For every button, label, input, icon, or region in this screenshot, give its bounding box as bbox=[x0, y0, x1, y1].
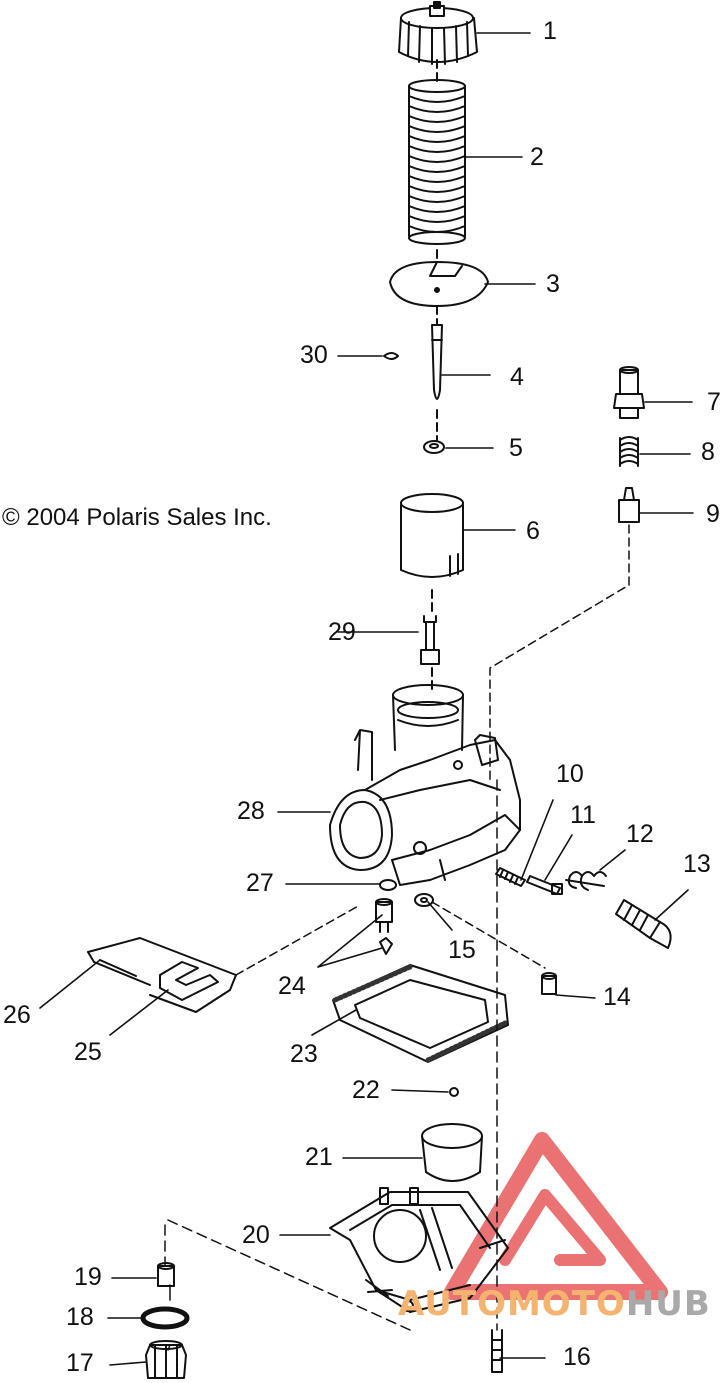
part-27-washer bbox=[379, 879, 397, 891]
part-29-needle-jet bbox=[420, 615, 440, 665]
callout-30: 30 bbox=[300, 341, 328, 369]
part-28-body bbox=[329, 684, 521, 886]
watermark-logo bbox=[444, 1132, 668, 1300]
copyright-notice: © 2004 Polaris Sales Inc. bbox=[2, 504, 272, 531]
callout-25: 25 bbox=[74, 1038, 102, 1066]
callout-27: 27 bbox=[246, 869, 274, 897]
callout-5: 5 bbox=[509, 434, 523, 462]
leader-bowl-to-19 bbox=[164, 1219, 411, 1331]
callout-3: 3 bbox=[546, 270, 560, 298]
part-4-needle bbox=[431, 324, 443, 400]
leader-26-to-body bbox=[235, 904, 361, 976]
part-16-screw bbox=[491, 1329, 503, 1373]
part-6-slide bbox=[400, 493, 464, 578]
part-14-jet bbox=[541, 972, 557, 995]
watermark-text-part1: AUTOMOTO bbox=[398, 1284, 626, 1324]
callout-20: 20 bbox=[242, 1221, 270, 1249]
callout-24: 24 bbox=[278, 972, 306, 1000]
callout-7: 7 bbox=[707, 388, 721, 416]
callout-14: 14 bbox=[603, 983, 631, 1011]
part-10-screw bbox=[495, 867, 526, 887]
part-22-ball bbox=[449, 1087, 459, 1097]
part-8-spring bbox=[619, 436, 639, 467]
part-30-clip bbox=[383, 352, 399, 360]
part-19-drain-screw bbox=[157, 1262, 175, 1287]
callout-18: 18 bbox=[66, 1303, 94, 1331]
callout-19: 19 bbox=[74, 1263, 102, 1291]
leader-9-to-body bbox=[489, 524, 630, 781]
part-12-spring bbox=[565, 871, 607, 891]
center-axis-line bbox=[431, 59, 438, 691]
callout-29: 29 bbox=[328, 618, 356, 646]
callout-15: 15 bbox=[448, 936, 476, 964]
part-5-washer bbox=[423, 440, 445, 454]
part-26-tube bbox=[87, 937, 237, 1013]
part-17-plug bbox=[145, 1340, 187, 1379]
callout-21: 21 bbox=[305, 1143, 333, 1171]
part-7-fitting bbox=[613, 366, 645, 419]
part-24-jet bbox=[375, 898, 393, 955]
part-21-float bbox=[421, 1123, 483, 1182]
part-9-plunger bbox=[618, 487, 640, 523]
callout-leaders bbox=[39, 32, 694, 1366]
callout-2: 2 bbox=[530, 143, 544, 171]
callout-1: 1 bbox=[543, 17, 557, 45]
watermark-text-part2: HUB bbox=[625, 1284, 711, 1324]
callout-13: 13 bbox=[683, 850, 711, 878]
callout-26: 26 bbox=[3, 1001, 31, 1029]
callout-23: 23 bbox=[290, 1040, 318, 1068]
watermark-text: AUTOMOTOHUB bbox=[398, 1284, 711, 1324]
part-1-cap bbox=[398, 1, 478, 65]
callout-22: 22 bbox=[352, 1076, 380, 1104]
callout-4: 4 bbox=[510, 363, 524, 391]
part-23-gasket bbox=[332, 964, 509, 1063]
part-20-float-bowl bbox=[329, 1187, 509, 1313]
part-3-plate bbox=[389, 261, 489, 307]
part-18-oring bbox=[140, 1306, 190, 1330]
callout-17: 17 bbox=[66, 1349, 94, 1377]
part-25-bracket bbox=[159, 961, 219, 1001]
part-13-mixture-screw bbox=[615, 899, 672, 949]
callout-16: 16 bbox=[563, 1343, 591, 1371]
callout-11: 11 bbox=[570, 801, 596, 829]
callout-10: 10 bbox=[556, 760, 584, 788]
callout-28: 28 bbox=[237, 797, 265, 825]
part-15-washer bbox=[414, 893, 434, 907]
callout-8: 8 bbox=[701, 438, 715, 466]
part-11-screw bbox=[526, 875, 563, 895]
part-2-spring bbox=[408, 79, 466, 245]
callout-12: 12 bbox=[626, 820, 654, 848]
leader-15-to-14 bbox=[431, 901, 546, 969]
callout-9: 9 bbox=[706, 500, 720, 528]
callout-6: 6 bbox=[526, 517, 540, 545]
